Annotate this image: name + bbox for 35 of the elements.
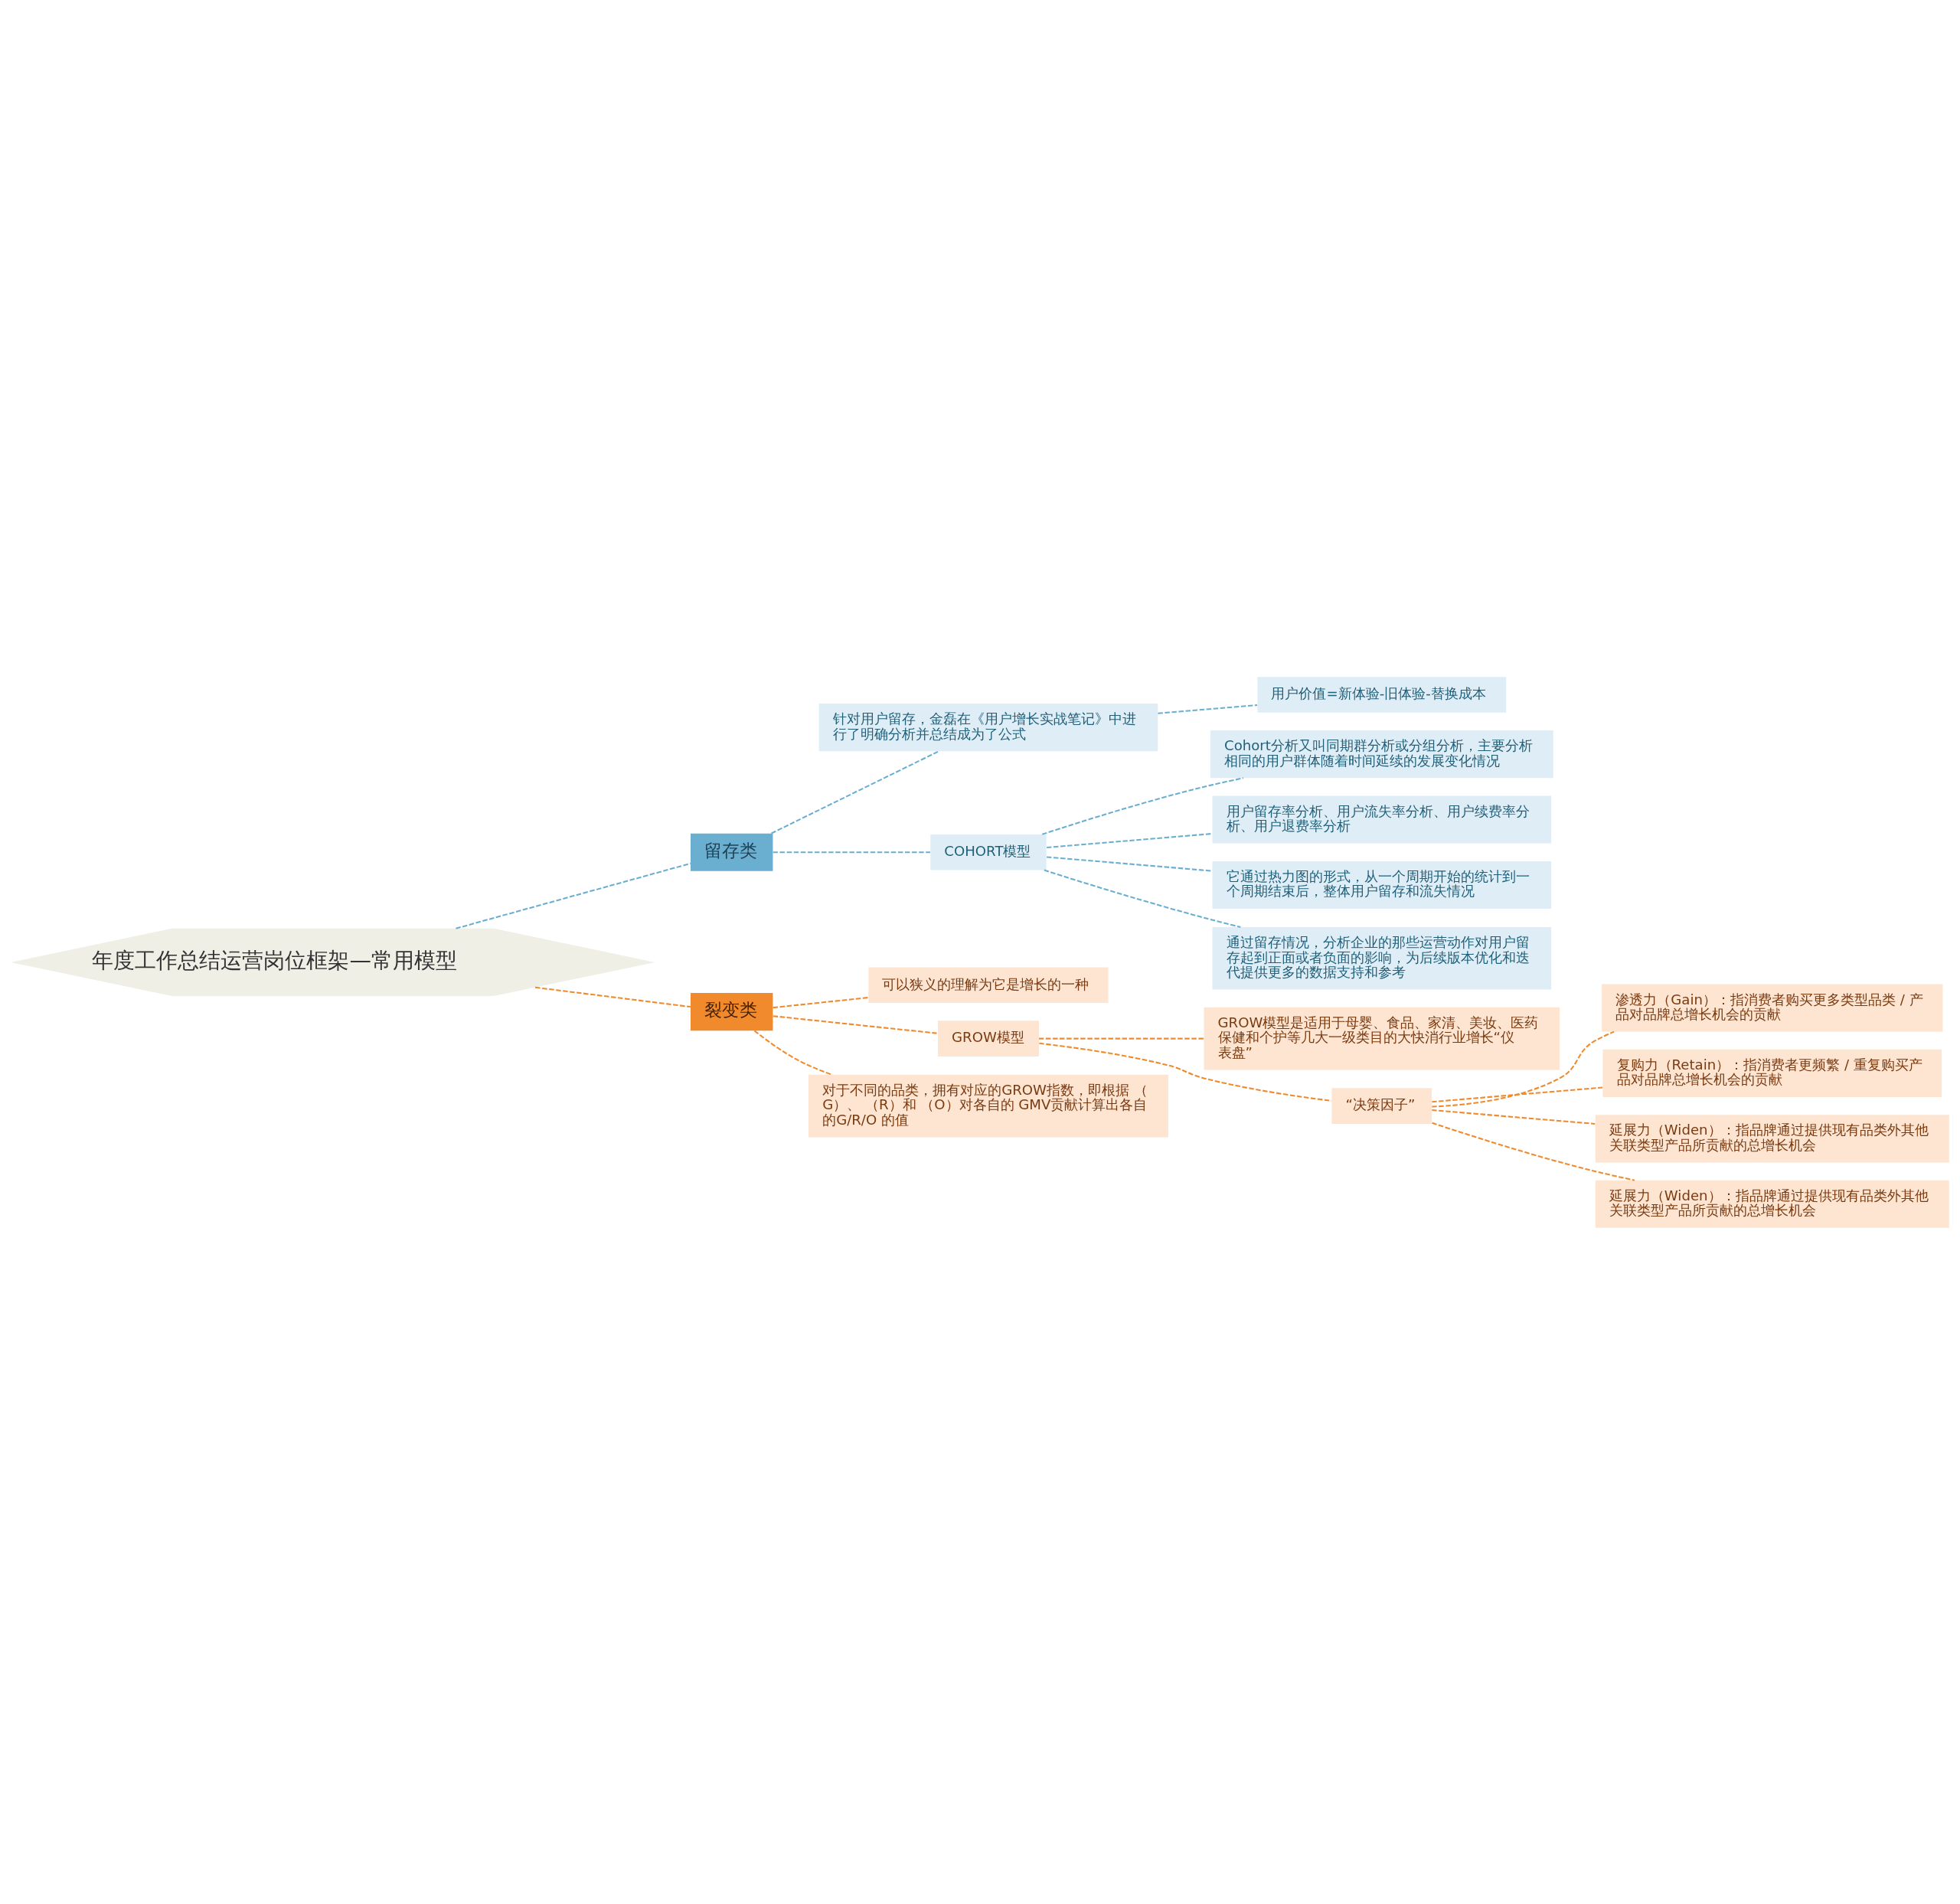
connector [456, 862, 691, 929]
node-box: 用户价值=新体验-旧体验-替换成本 [1257, 676, 1507, 713]
connector [753, 1030, 833, 1076]
node-box: 用户留存率分析、用户流失率分析、用户续费率分析、用户退费率分析 [1212, 795, 1552, 844]
node-box: 针对用户留存，金磊在《用户增长实战笔记》中进行了明确分析并总结成为了公式 [818, 703, 1158, 751]
connector [773, 851, 930, 853]
connector [773, 996, 869, 1008]
connector [773, 1014, 938, 1034]
connector [1432, 1086, 1603, 1102]
connector [1039, 1037, 1204, 1040]
connector [534, 986, 691, 1008]
connector [1432, 1030, 1615, 1108]
connector [1432, 1109, 1596, 1125]
connector [771, 750, 939, 834]
connector [1158, 704, 1258, 714]
node-box: “决策因子” [1331, 1087, 1432, 1124]
node-box: 裂变类 [691, 992, 773, 1030]
connector [1044, 869, 1241, 928]
node-box: 渗透力（Gain）：指消费者购买更多类型品类 / 产品对品牌总增长机会的贡献 [1602, 983, 1943, 1032]
connector [1047, 832, 1213, 848]
connector [1047, 856, 1213, 872]
node-box: GROW模型是适用于母婴、食品、家清、美妆、医药保健和个护等几大一级类目的大快消行业增长“仪表盘” [1204, 1007, 1560, 1070]
node-box: 它通过热力图的形式，从一个周期开始的统计到一个周期结束后，整体用户留存和流失情况 [1212, 861, 1552, 909]
node-box: 延展力（Widen）：指品牌通过提供现有品类外其他关联类型产品所贡献的总增长机会 [1595, 1180, 1949, 1228]
node-box: 延展力（Widen）：指品牌通过提供现有品类外其他关联类型产品所贡献的总增长机会 [1595, 1114, 1949, 1162]
node-box: GROW模型 [937, 1020, 1039, 1057]
connector [1042, 776, 1244, 835]
node-box: 对于不同的品类，拥有对应的GROW指数，即根据 （G）、 （R）和 （O）对各自的 GMV贡献计算出各自的G/R/O 的值 [808, 1074, 1168, 1137]
connector [1432, 1122, 1635, 1181]
node-box: COHORT模型 [930, 834, 1047, 870]
node-box: 可以狭义的理解为它是增长的一种 [868, 966, 1109, 1003]
node-box: 复购力（Retain）：指消费者更频繁 / 重复购买产品对品牌总增长机会的贡献 [1602, 1049, 1942, 1097]
node-box: 留存类 [691, 833, 773, 871]
node-box: 通过留存情况，分析企业的那些运营动作对用户留存起到正面或者负面的影响，为后续版本优化和迭代提供更多的数据支持和参考 [1212, 926, 1552, 990]
node-box: Cohort分析又叫同期群分析或分组分析，主要分析相同的用户群体随着时间延续的发展变化情况 [1210, 730, 1553, 778]
